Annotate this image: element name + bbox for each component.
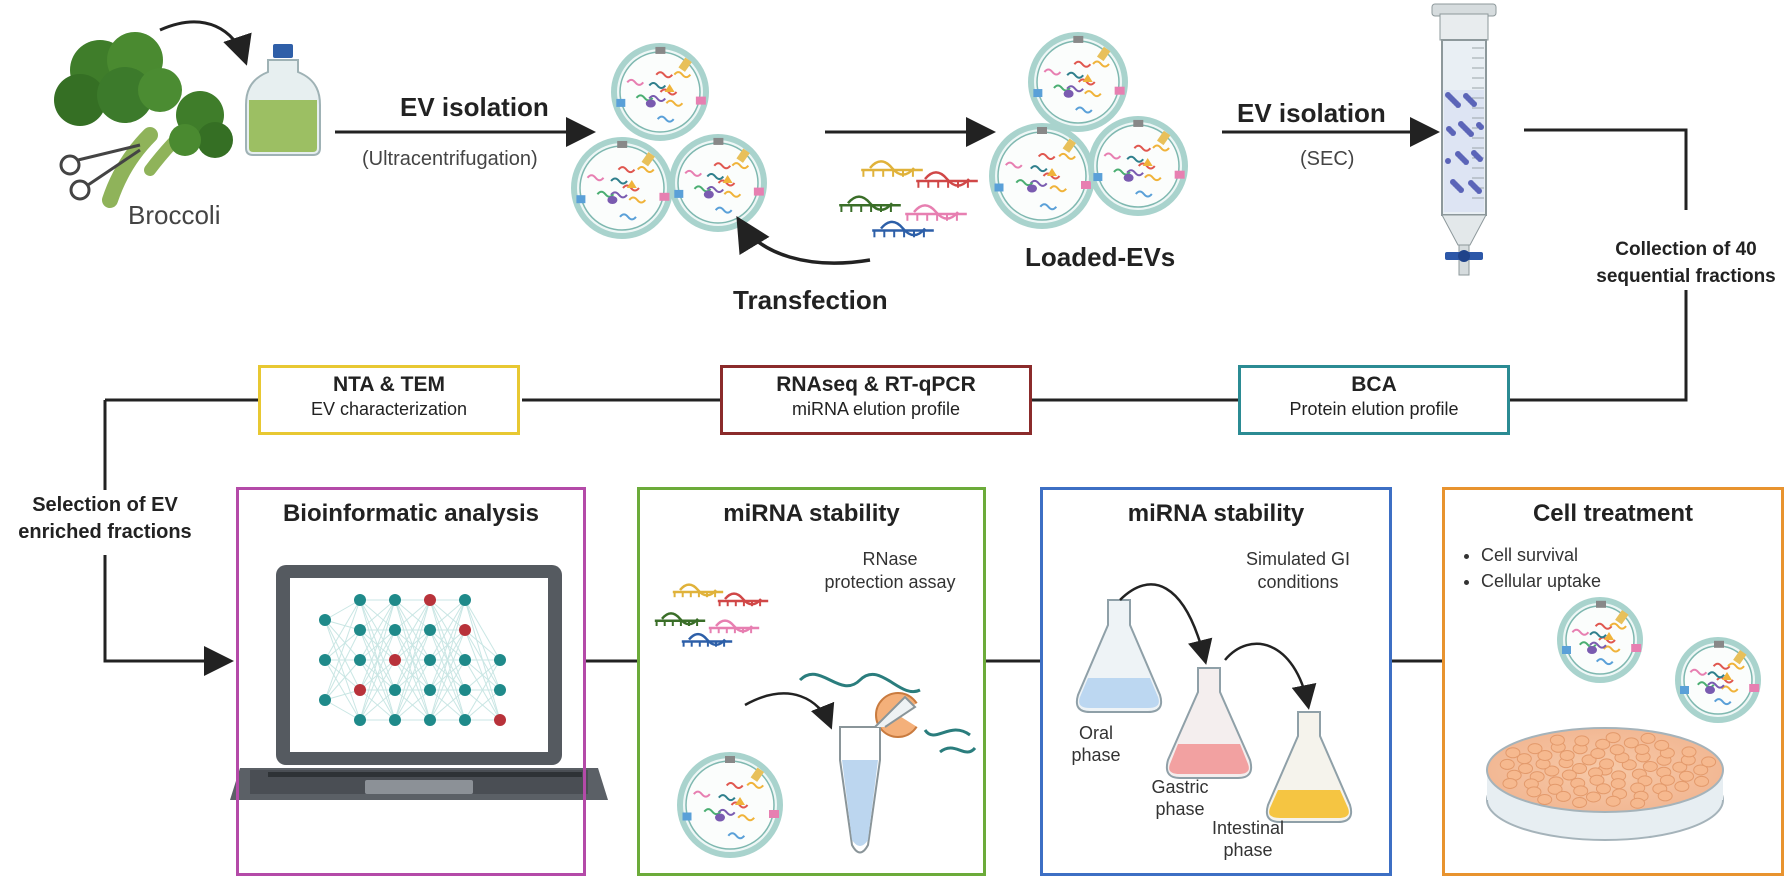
collection-line-1: Collection of 40: [1615, 239, 1757, 260]
gastric-line-2: phase: [1155, 799, 1205, 819]
rnase-label: RNase protection assay: [800, 548, 980, 594]
nta-tem-title: NTA & TEM: [333, 373, 445, 396]
flask-gastric-icon: [1165, 667, 1253, 779]
panel-stability-2: miRNA stability Simulated GI conditions …: [1040, 487, 1392, 876]
loaded-evs-label: Loaded-EVs: [1025, 242, 1176, 272]
ultracentrifugation-label: (Ultracentrifugation): [362, 148, 538, 170]
mirna-strands-icon: [654, 583, 769, 647]
transfection-label: Transfection: [733, 285, 888, 315]
gastric-line-1: Gastric: [1151, 777, 1209, 797]
collection-line-2: sequential fractions: [1596, 266, 1776, 287]
sec-column-icon: [1431, 3, 1497, 276]
gi-label: Simulated GI conditions: [1213, 548, 1383, 594]
scissors-icon: [59, 143, 141, 201]
panel-bioinformatic: Bioinformatic analysis: [236, 487, 586, 876]
oral-line-2: phase: [1071, 745, 1121, 765]
selection-line-1: Selection of EV: [32, 494, 178, 516]
panel-stability-1: miRNA stability RNase protection assay: [637, 487, 986, 876]
gastric-label: Gastric phase: [1135, 776, 1225, 820]
mirna-strands-icon: [839, 160, 978, 238]
panel-stability-1-title: miRNA stability: [723, 500, 900, 527]
selection-label: Selection of EV enriched fractions: [0, 492, 210, 546]
oral-line-1: Oral: [1078, 723, 1113, 743]
ev-isolation-label-2: EV isolation: [1237, 98, 1386, 128]
rnaseq-title: RNAseq & RT-qPCR: [776, 373, 976, 396]
extracellular-vesicle-icon: [611, 43, 709, 141]
extracellular-vesicle-icon: [1088, 116, 1188, 216]
intestinal-line-2: phase: [1223, 840, 1273, 860]
bca-title: BCA: [1351, 373, 1397, 396]
arrow-oral-to-gastric: [1119, 583, 1213, 665]
extracellular-vesicle-icon: [1675, 637, 1761, 723]
rnase-line-1: RNase: [862, 549, 918, 569]
cell-treatment-list: Cell survival Cellular uptake: [1459, 542, 1601, 594]
tube-icon: [839, 695, 917, 854]
intestinal-label: Intestinal phase: [1193, 817, 1303, 861]
extracellular-vesicle-icon: [571, 137, 673, 239]
rnaseq-box: RNAseq & RT-qPCR miRNA elution profile: [720, 365, 1032, 435]
intestinal-line-1: Intestinal: [1211, 818, 1285, 838]
arrow-gastric-to-intestinal: [1224, 642, 1317, 710]
broccoli-label: Broccoli: [128, 200, 221, 230]
extracellular-vesicle-icon: [669, 134, 767, 232]
gi-line-2: conditions: [1257, 572, 1339, 592]
bca-subtitle: Protein elution profile: [1289, 399, 1459, 419]
extracellular-vesicle-icon: [677, 752, 783, 858]
broccoli-icon: [54, 32, 233, 208]
bca-box: BCA Protein elution profile: [1238, 365, 1510, 435]
petri-dish-icon: [1486, 727, 1724, 841]
extracellular-vesicle-icon: [1557, 597, 1643, 683]
rnase-line-2: protection assay: [824, 572, 956, 592]
bottle-icon: [245, 44, 321, 156]
arrow-to-bottle: [159, 20, 252, 66]
flask-oral-icon: [1075, 599, 1163, 713]
panel-cell-treatment-title: Cell treatment: [1532, 500, 1694, 527]
panel-stability-2-title: miRNA stability: [1127, 500, 1305, 527]
cell-bullet-survival: Cell survival: [1481, 542, 1601, 568]
sec-label: (SEC): [1300, 148, 1355, 170]
laptop-icon: [230, 565, 608, 800]
gi-line-1: Simulated GI: [1245, 549, 1351, 569]
extracellular-vesicle-icon: [989, 123, 1095, 229]
arrow-to-tube: [744, 692, 835, 730]
extracellular-vesicle-icon: [1028, 32, 1128, 132]
rnaseq-subtitle: miRNA elution profile: [791, 399, 961, 419]
nta-tem-box: NTA & TEM EV characterization: [258, 365, 520, 435]
panel-bioinformatic-title: Bioinformatic analysis: [282, 500, 540, 527]
ev-isolation-label-1: EV isolation: [400, 92, 549, 122]
cell-bullet-uptake: Cellular uptake: [1481, 568, 1601, 594]
collection-label: Collection of 40 sequential fractions: [1578, 236, 1791, 290]
connector-right-down: [1510, 290, 1688, 402]
connector-sec-right: [1524, 128, 1688, 210]
selection-line-2: enriched fractions: [18, 521, 192, 543]
panel-cell-treatment: Cell treatment Cell survival Cellular up…: [1442, 487, 1784, 876]
arrow-transfection: [736, 216, 871, 265]
flask-intestinal-icon: [1265, 711, 1353, 823]
arrow-to-bioinformatic: [103, 555, 234, 676]
nta-tem-subtitle: EV characterization: [310, 399, 468, 419]
oral-label: Oral phase: [1061, 722, 1131, 766]
